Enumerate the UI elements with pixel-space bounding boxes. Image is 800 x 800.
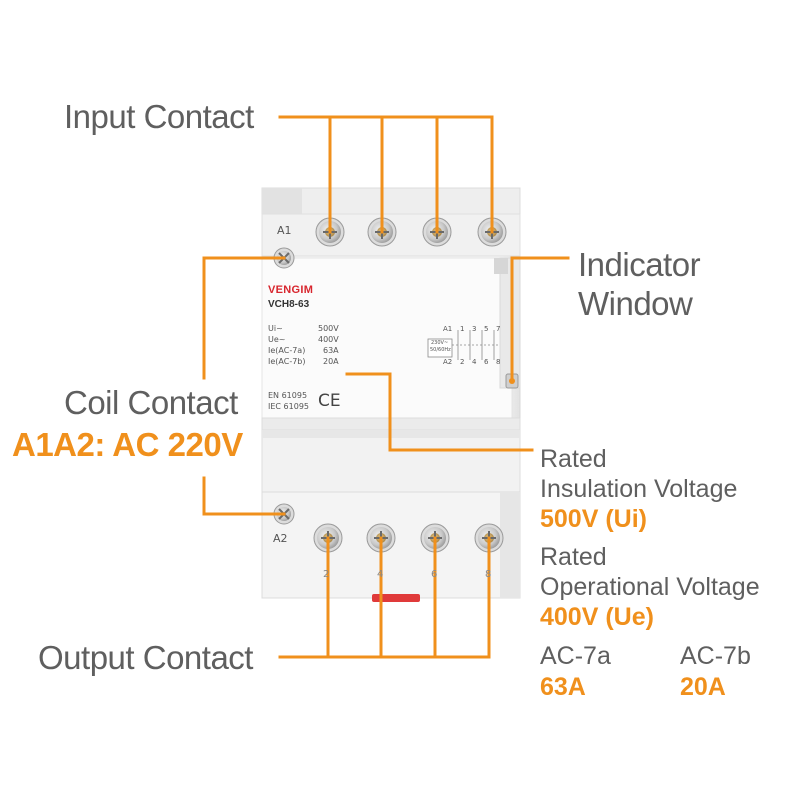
diagram-top-7: 7	[496, 325, 501, 333]
terminal-a2-label: A2	[273, 532, 288, 545]
indicator-window-label-2: Window	[578, 285, 693, 322]
terminal-a1-label: A1	[277, 224, 292, 237]
spec-value-ui: 500V	[318, 324, 339, 333]
model-number: VCH8-63	[268, 299, 310, 310]
spec-name-ui: Ui~	[268, 324, 283, 333]
bottom-terminal-2: 2	[323, 569, 330, 580]
diagram-top-5: 5	[484, 325, 489, 333]
output-contact-label: Output Contact	[38, 639, 253, 676]
ac7a-label: AC-7a	[540, 642, 611, 670]
diagram-a1: A1	[443, 325, 453, 333]
ce-mark: CE	[318, 391, 341, 411]
ac7b-label: AC-7b	[680, 642, 751, 670]
diagram-coil-rating-2: 50/60Hz	[430, 347, 451, 353]
top-housing	[261, 187, 521, 217]
bottom-terminal-8: 8	[485, 569, 492, 580]
spec-name-ac7a: Ie(AC-7a)	[268, 346, 306, 355]
coil-spec-label: A1A2: AC 220V	[12, 426, 243, 463]
rated-operational-value: 400V (Ue)	[540, 603, 654, 631]
standard-iec: IEC 61095	[268, 402, 309, 411]
diagram-a2: A2	[443, 358, 453, 366]
indicator-window-label-1: Indicator	[578, 246, 701, 283]
spec-name-ac7b: Ie(AC-7b)	[268, 357, 306, 366]
diagram-bottom-6: 6	[484, 358, 489, 366]
diagram-bottom-4: 4	[472, 358, 477, 366]
bottom-terminal-6: 6	[431, 569, 438, 580]
input-contact-label: Input Contact	[64, 98, 254, 135]
callout-lines	[202, 115, 570, 659]
rated-operational-label-2: Operational Voltage	[540, 573, 760, 601]
rated-operational-label-1: Rated	[540, 543, 607, 571]
ac7a-value: 63A	[540, 673, 586, 701]
spec-value-ac7b: 20A	[323, 357, 339, 366]
diagram-top-3: 3	[472, 325, 477, 333]
ac7b-value: 20A	[680, 673, 726, 701]
din-clip	[372, 594, 420, 602]
diagram-bottom-8: 8	[496, 358, 501, 366]
diagram-bottom-2: 2	[460, 358, 465, 366]
spec-name-ue: Ue~	[268, 335, 286, 344]
standard-en: EN 61095	[268, 391, 308, 400]
rated-insulation-label-1: Rated	[540, 445, 607, 473]
spec-value-ac7a: 63A	[323, 346, 339, 355]
coil-contact-label: Coil Contact	[64, 384, 238, 421]
rated-insulation-value: 500V (Ui)	[540, 505, 647, 533]
bottom-terminal-4: 4	[377, 569, 384, 580]
brand-name: VENGIM	[268, 284, 314, 296]
spec-value-ue: 400V	[318, 335, 339, 344]
diagram-top-1: 1	[460, 325, 465, 333]
diagram-coil-rating-1: 230V~	[431, 340, 449, 346]
indicator-window-housing	[499, 257, 521, 389]
rated-insulation-label-2: Insulation Voltage	[540, 475, 738, 503]
wiring-schematic	[427, 330, 498, 360]
